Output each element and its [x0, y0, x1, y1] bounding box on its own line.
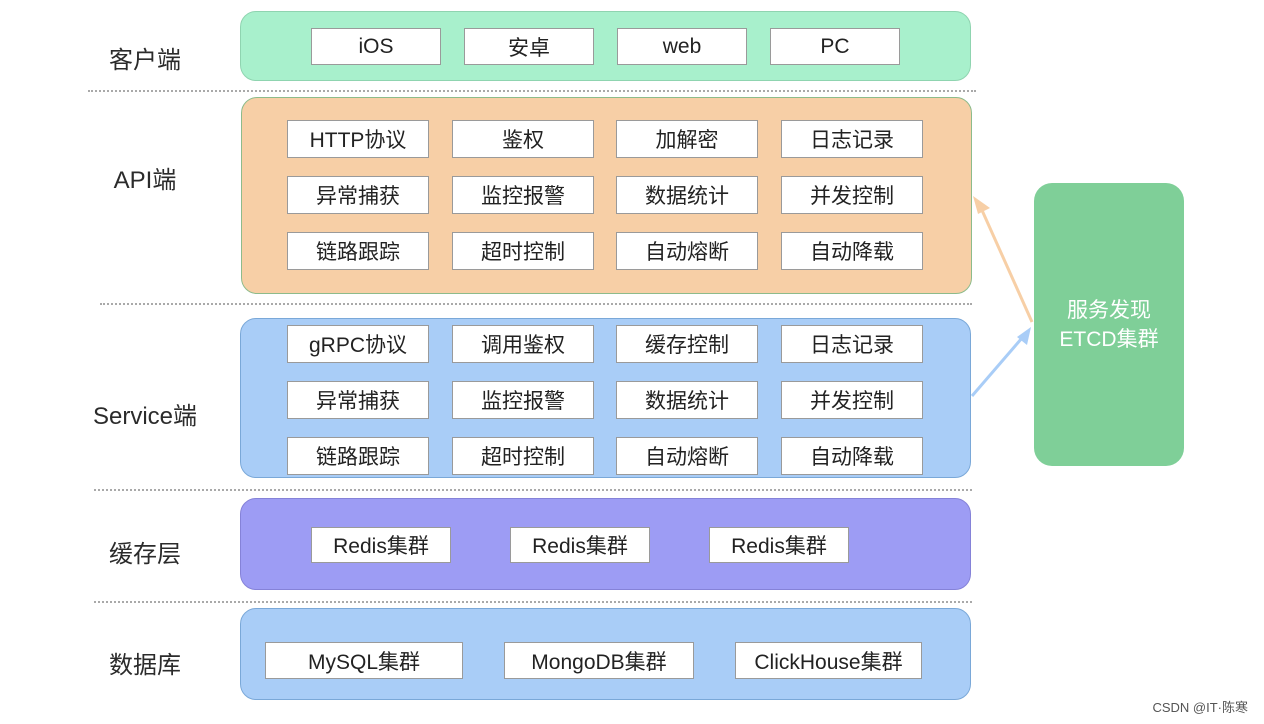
- api-box-load-shedding: 自动降载: [781, 232, 923, 270]
- service-discovery-arrow-head: [1017, 327, 1031, 345]
- service-box-grpc: gRPC协议: [287, 325, 429, 363]
- service-discovery-title: 服务发现: [1067, 298, 1151, 322]
- client-layer-panel: iOS 安卓 web PC: [240, 11, 971, 81]
- row-label-cache: 缓存层: [109, 541, 181, 568]
- db-box-mysql: MySQL集群: [265, 642, 463, 679]
- service-box-load-shedding: 自动降载: [781, 437, 923, 475]
- service-box-exception: 异常捕获: [287, 381, 429, 419]
- cache-box-redis-3: Redis集群: [709, 527, 849, 563]
- service-box-cache-control: 缓存控制: [616, 325, 758, 363]
- db-box-clickhouse: ClickHouse集群: [735, 642, 922, 679]
- divider: [94, 601, 972, 603]
- service-box-logging: 日志记录: [781, 325, 923, 363]
- service-box-stats: 数据统计: [616, 381, 758, 419]
- db-box-mongodb: MongoDB集群: [504, 642, 694, 679]
- api-box-timeout: 超时控制: [452, 232, 594, 270]
- api-box-crypto: 加解密: [616, 120, 758, 158]
- cache-box-redis-1: Redis集群: [311, 527, 451, 563]
- service-box-monitor: 监控报警: [452, 381, 594, 419]
- api-box-auth: 鉴权: [452, 120, 594, 158]
- api-box-stats: 数据统计: [616, 176, 758, 214]
- divider: [94, 489, 972, 491]
- etcd-cluster-label: ETCD集群: [1059, 327, 1159, 351]
- service-box-call-auth: 调用鉴权: [452, 325, 594, 363]
- row-label-database: 数据库: [109, 652, 181, 679]
- api-box-monitor: 监控报警: [452, 176, 594, 214]
- watermark: CSDN @IT·陈寒: [1152, 700, 1248, 715]
- service-box-concurrency: 并发控制: [781, 381, 923, 419]
- service-discovery-etcd: 服务发现 ETCD集群: [1034, 183, 1184, 466]
- api-box-exception: 异常捕获: [287, 176, 429, 214]
- cache-box-redis-2: Redis集群: [510, 527, 650, 563]
- client-box-android: 安卓: [464, 28, 594, 65]
- row-label-client: 客户端: [109, 47, 181, 74]
- api-box-concurrency: 并发控制: [781, 176, 923, 214]
- client-box-web: web: [617, 28, 747, 65]
- api-box-http: HTTP协议: [287, 120, 429, 158]
- divider: [88, 90, 976, 92]
- client-box-ios: iOS: [311, 28, 441, 65]
- client-box-pc: PC: [770, 28, 900, 65]
- row-label-service: Service端: [92, 403, 198, 430]
- service-box-timeout: 超时控制: [452, 437, 594, 475]
- api-box-tracing: 链路跟踪: [287, 232, 429, 270]
- api-discovery-arrow-head: [973, 196, 990, 214]
- api-discovery-arrow-line: [979, 207, 1034, 323]
- divider: [100, 303, 972, 305]
- service-box-breaker: 自动熔断: [616, 437, 758, 475]
- api-box-logging: 日志记录: [781, 120, 923, 158]
- database-layer-panel: MySQL集群 MongoDB集群 ClickHouse集群: [240, 608, 971, 700]
- row-label-api: API端: [113, 167, 177, 194]
- cache-layer-panel: Redis集群 Redis集群 Redis集群: [240, 498, 971, 590]
- api-box-breaker: 自动熔断: [616, 232, 758, 270]
- service-discovery-arrow-line: [970, 337, 1024, 397]
- service-layer-panel: gRPC协议 调用鉴权 缓存控制 日志记录 异常捕获 监控报警 数据统计 并发控…: [240, 318, 971, 478]
- service-box-tracing: 链路跟踪: [287, 437, 429, 475]
- api-layer-panel: HTTP协议 鉴权 加解密 日志记录 异常捕获 监控报警 数据统计 并发控制 链…: [241, 97, 972, 294]
